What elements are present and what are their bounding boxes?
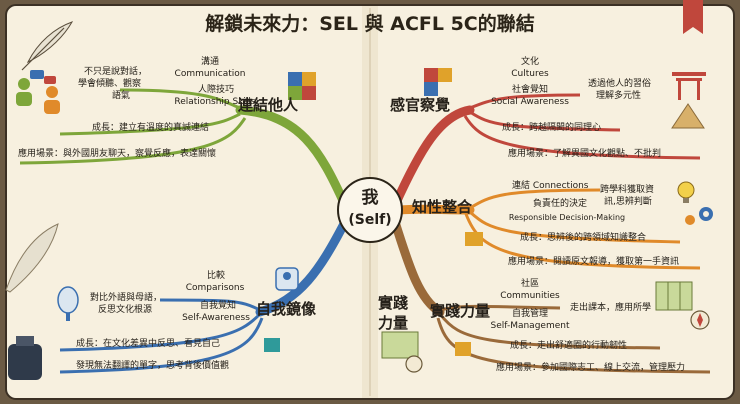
community-growth: 成長：走出舒適圈的行動韌性 <box>510 341 628 351</box>
center-node <box>337 177 403 243</box>
rel-en: Relationship Skills <box>174 97 256 107</box>
sub-branch-compare-3 <box>59 317 264 374</box>
sub-branch-community-1 <box>439 304 561 312</box>
page-title: 解鎖未來力：SEL 與 ACFL 5C的聯結 <box>205 13 535 35</box>
connections-desc-2: 訊,思辨判斷 <box>604 197 652 207</box>
connections-growth: 成長：思辨後的跨領域知識整合 <box>520 233 647 243</box>
comm-zh: 溝通 <box>200 57 219 67</box>
sub-branch-connections-1 <box>469 188 601 210</box>
sm-en: Self-Management <box>490 321 570 331</box>
comm-desc-1: 不只是說對話， <box>84 67 148 77</box>
bookmark-ribbon <box>683 0 703 34</box>
branch-cultures <box>390 105 475 210</box>
cmp-zh: 比較 <box>206 271 225 281</box>
con-label: 連結 Connections <box>512 181 589 191</box>
connect-growth: 成長：建立有溫度的真誠連結 <box>92 123 210 133</box>
sub-branch-connect-3 <box>19 117 247 165</box>
category-connect: 連結他人 <box>238 96 299 114</box>
cul-zh: 文化 <box>520 57 539 67</box>
sub-branch-cultures-3 <box>463 115 701 160</box>
cultures-desc-2: 理解多元性 <box>596 91 642 101</box>
compass-icon <box>690 310 710 330</box>
mirror-icon <box>57 286 79 321</box>
lightbulb-icon <box>677 181 695 203</box>
ink-bottle-icon <box>8 336 42 380</box>
sub-branch-cultures-2 <box>469 110 621 132</box>
cultures-growth: 成長：跨越隔閡的同理心 <box>502 123 602 133</box>
people-chat-icon <box>16 70 60 114</box>
comm-en: Communication <box>174 69 246 79</box>
sub-branch-connections-3 <box>464 213 701 270</box>
torii-gate-icon <box>672 72 706 100</box>
branch-connections <box>395 204 475 215</box>
connect-apply: 應用場景：與外國朋友聊天，察覺反應，表達關懷 <box>18 149 217 159</box>
gear-icon <box>685 207 713 225</box>
branch-community <box>390 217 445 317</box>
connections-apply: 應用場景：閱讀原文報導，獲取第一手資訊 <box>508 257 680 267</box>
compare-desc-1: 對比外語與母語， <box>90 293 163 303</box>
category-cultures: 感官察覺 <box>390 96 451 114</box>
puzzle-icon <box>424 68 452 96</box>
com-zh: 社區 <box>520 279 539 289</box>
comm-desc-2: 學會傾聽、觀察 <box>78 79 142 89</box>
category-community: 實踐力量 <box>430 302 491 320</box>
rdm-en: Responsible Decision-Making <box>508 213 626 222</box>
center-label-zh: 我 <box>361 188 379 208</box>
rdm-zh: 負責任的決定 <box>532 199 587 209</box>
sub-branch-compare-2 <box>59 312 262 352</box>
sub-branch-community-3 <box>436 317 711 374</box>
sub-branch-compare-1 <box>159 298 261 312</box>
cmp-en: Comparisons <box>185 283 245 293</box>
community-desc: 走出課本，應用所學 <box>570 303 652 313</box>
sub-branch-cultures-1 <box>469 93 581 110</box>
branch-connect <box>235 105 350 210</box>
sa-en-self: Self-Awareness <box>182 313 250 323</box>
connections-desc-1: 跨學科獲取資 <box>600 185 655 195</box>
map-icon <box>655 281 693 311</box>
cultures-apply: 應用場景：了解異國文化觀點、不批判 <box>508 149 662 159</box>
center-label-en: (Self) <box>348 212 392 228</box>
compass-icon <box>405 355 423 373</box>
puzzle-icon <box>465 232 483 246</box>
map-icon <box>381 331 419 359</box>
sub-branch-community-2 <box>438 313 661 350</box>
cultures-desc-1: 透過他人的習俗 <box>588 79 652 89</box>
branch-compare <box>255 217 350 317</box>
puzzle-icon <box>264 338 280 352</box>
sa-en-social: Social Awareness <box>491 97 569 107</box>
cul-en: Cultures <box>511 69 549 79</box>
community-apply: 應用場景：參加國際志工、線上交流，管理壓力 <box>496 363 686 373</box>
comm-desc-3: 語氣 <box>112 91 131 101</box>
sub-branch-connect-1 <box>119 88 241 110</box>
sub-branch-connect-2 <box>59 112 241 136</box>
puzzle-icon <box>455 342 471 356</box>
compare-apply: 發現無法翻譯的單字，思考背後價值觀 <box>76 361 230 371</box>
sub-branch-connections-2 <box>468 210 681 244</box>
compare-desc-2: 反思文化根源 <box>98 305 153 315</box>
sa-zh-social: 社會覺知 <box>511 85 548 95</box>
category-connections: 知性整合 <box>412 198 473 216</box>
com-en: Communities <box>500 291 560 301</box>
pyramid-icon <box>671 103 705 129</box>
puzzle-icon <box>288 72 316 100</box>
quill-icon <box>21 21 74 71</box>
sm-zh: 自我管理 <box>511 309 548 319</box>
feather-icon <box>5 223 59 293</box>
sa-zh-self: 自我覺知 <box>199 301 236 311</box>
community-side-2: 力量 <box>378 314 409 332</box>
rel-zh: 人際技巧 <box>197 85 234 95</box>
community-side-1: 實踐 <box>378 294 409 312</box>
category-compare: 自我鏡像 <box>256 300 317 318</box>
compare-growth: 成長：在文化差異中反思、看見自己 <box>76 339 221 349</box>
person-frame-icon <box>275 267 299 291</box>
